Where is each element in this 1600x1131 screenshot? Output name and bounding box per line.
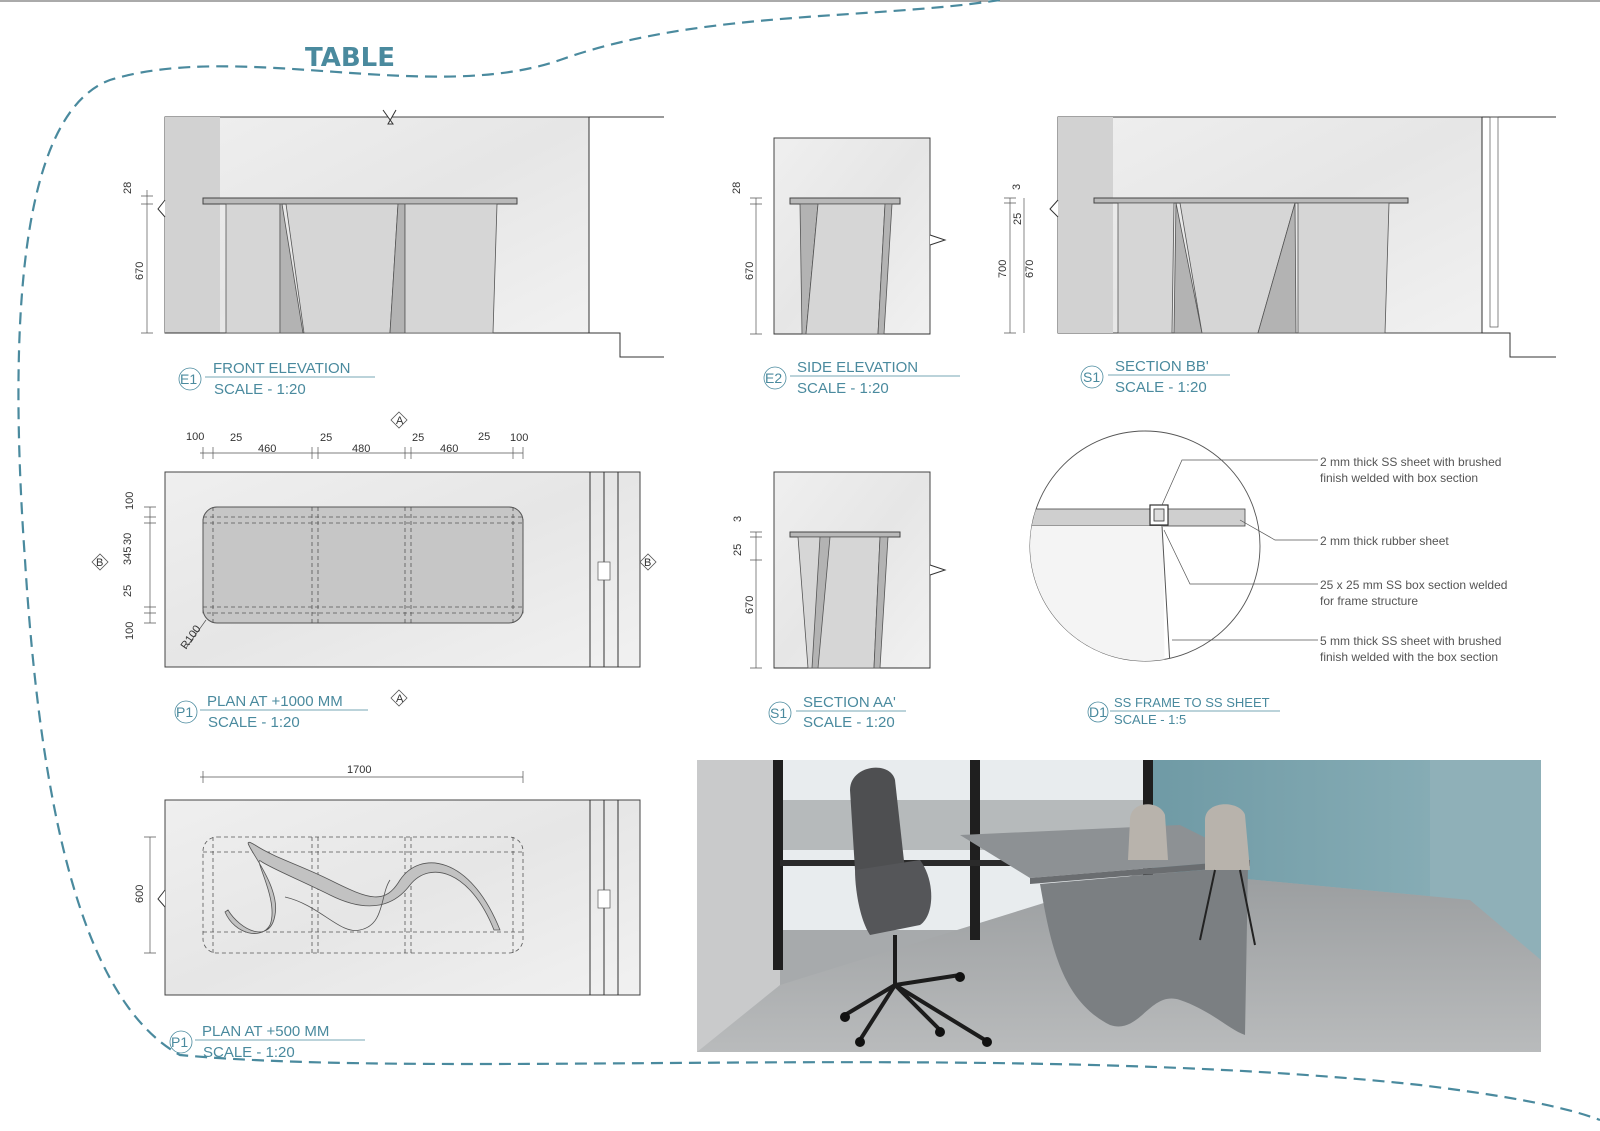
note-4: 5 mm thick SS sheet with brushed finish … — [1320, 634, 1501, 664]
section-marker-b-right-icon: B — [639, 553, 657, 571]
dim-670: 670 — [744, 262, 756, 280]
dim: 345 — [122, 547, 134, 565]
label-name: SECTION AA' — [803, 694, 896, 711]
note-line: finish welded with the box section — [1320, 650, 1498, 664]
label-scale: SCALE - 1:20 — [214, 381, 306, 398]
front-elevation-label: E1 FRONT ELEVATION SCALE - 1:20 — [178, 360, 375, 398]
note-line: 2 mm thick rubber sheet — [1320, 534, 1449, 548]
label-name: SECTION BB' — [1115, 358, 1209, 375]
note-3: 25 x 25 mm SS box section welded for fra… — [1320, 578, 1507, 608]
note-2: 2 mm thick rubber sheet — [1320, 534, 1449, 548]
dim: 25 — [478, 431, 490, 443]
marker-letter: B — [96, 557, 103, 569]
table-top — [202, 197, 518, 205]
side-elevation-label: E2 SIDE ELEVATION SCALE - 1:20 — [763, 359, 960, 397]
label-code: S1 — [770, 705, 787, 721]
dim: 25 — [122, 585, 134, 597]
dim-25: 25 — [1012, 213, 1024, 225]
marker-letter: A — [396, 415, 404, 427]
section-aa-label: S1 SECTION AA' SCALE - 1:20 — [768, 694, 906, 731]
plan-500-label: P1 PLAN AT +500 MM SCALE - 1:20 — [169, 1023, 365, 1061]
section-marker-a-bottom-icon: A — [390, 689, 408, 707]
label-scale: SCALE - 1:20 — [803, 714, 895, 731]
dim-3: 3 — [732, 516, 744, 522]
section-bb-label: S1 SECTION BB' SCALE - 1:20 — [1080, 358, 1230, 396]
label-scale: SCALE - 1:20 — [1115, 379, 1207, 396]
side-elevation-drawing: 28 670 — [731, 137, 947, 335]
dim-670: 670 — [134, 262, 146, 280]
marker-letter: A — [396, 693, 404, 705]
dim: 460 — [440, 443, 458, 455]
note-line: 2 mm thick SS sheet with brushed — [1320, 455, 1501, 469]
label-name: SS FRAME TO SS SHEET — [1114, 695, 1270, 710]
dim-670: 670 — [1024, 260, 1036, 278]
dim: 25 — [412, 432, 424, 444]
plan-1000-drawing: 100 25 460 25 480 25 460 25 100 100 30 3… — [91, 411, 657, 707]
dim-28: 28 — [122, 182, 134, 194]
dim-25: 25 — [732, 544, 744, 556]
dim: 460 — [258, 443, 276, 455]
section-marker-a-top-icon: A — [390, 411, 408, 429]
label-code: S1 — [1083, 369, 1100, 385]
dim: 100 — [124, 622, 136, 640]
dim-600: 600 — [134, 885, 146, 903]
label-code: P1 — [176, 704, 193, 720]
dim-700: 700 — [997, 260, 1009, 278]
label-scale: SCALE - 1:5 — [1114, 712, 1186, 727]
note-line: for frame structure — [1320, 594, 1418, 608]
marker-letter: B — [644, 557, 651, 569]
note-line: 5 mm thick SS sheet with brushed — [1320, 634, 1501, 648]
dim-670: 670 — [744, 596, 756, 614]
label-name: FRONT ELEVATION — [213, 360, 351, 377]
dim: 100 — [510, 432, 528, 444]
label-name: SIDE ELEVATION — [797, 359, 918, 376]
label-code: P1 — [171, 1034, 188, 1050]
dim: 100 — [124, 492, 136, 510]
section-bb-drawing: 3 25 700 670 — [997, 116, 1556, 358]
dim: 30 — [122, 533, 134, 545]
label-scale: SCALE - 1:20 — [208, 714, 300, 731]
label-scale: SCALE - 1:20 — [203, 1044, 295, 1061]
dim-28: 28 — [731, 182, 743, 194]
dim: 100 — [186, 431, 204, 443]
detail-label: D1 SS FRAME TO SS SHEET SCALE - 1:5 — [1087, 695, 1280, 727]
section-aa-drawing: 3 25 670 — [732, 471, 947, 669]
note-line: 25 x 25 mm SS box section welded — [1320, 578, 1507, 592]
dim: 25 — [320, 432, 332, 444]
note-1: 2 mm thick SS sheet with brushed finish … — [1320, 455, 1501, 485]
label-code: D1 — [1089, 704, 1107, 720]
sheet-title: TABLE — [305, 43, 395, 73]
dim-1700: 1700 — [347, 764, 371, 776]
front-elevation-drawing: 28 670 — [122, 109, 664, 358]
label-name: PLAN AT +500 MM — [202, 1023, 329, 1040]
plan-500-drawing: 1700 600 — [134, 764, 641, 996]
label-scale: SCALE - 1:20 — [797, 380, 889, 397]
dashed-boundary — [17, 0, 1600, 1122]
section-marker-b-left-icon: B — [91, 553, 109, 571]
wall-shadow — [165, 117, 220, 333]
dim: 25 — [230, 432, 242, 444]
render-image — [697, 760, 1541, 1052]
note-line: finish welded with box section — [1320, 471, 1478, 485]
label-name: PLAN AT +1000 MM — [207, 693, 343, 710]
label-code: E2 — [765, 370, 782, 386]
dim: 480 — [352, 443, 370, 455]
detail-drawing: 2 mm thick SS sheet with brushed finish … — [1029, 430, 1507, 664]
plan-1000-label: P1 PLAN AT +1000 MM SCALE - 1:20 — [174, 693, 368, 731]
dim-3: 3 — [1011, 184, 1023, 190]
label-code: E1 — [180, 371, 197, 387]
